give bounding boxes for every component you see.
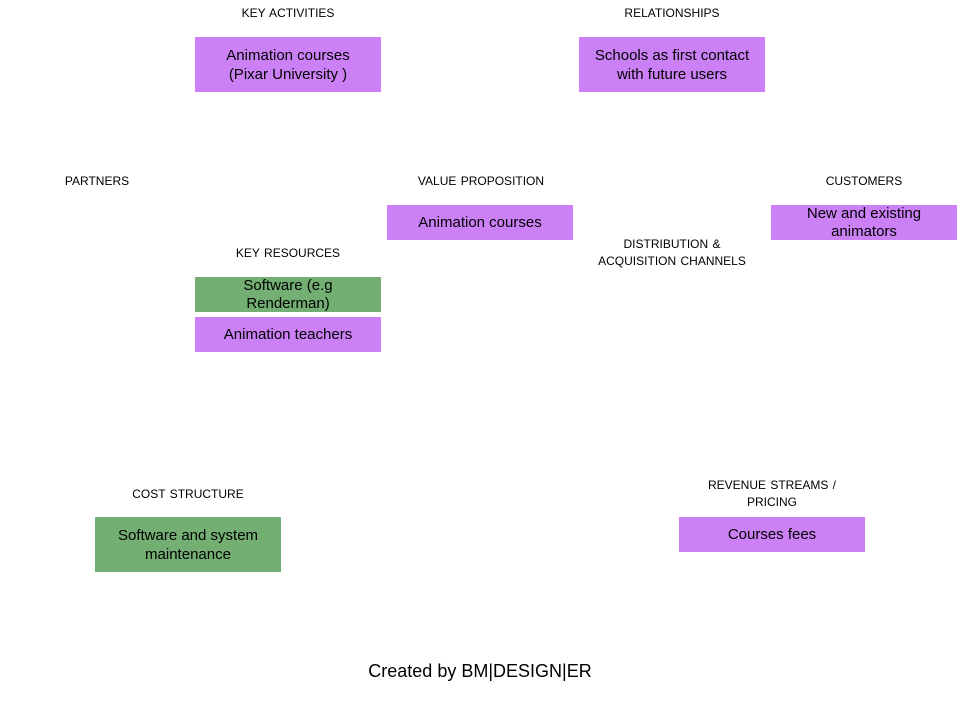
key-activities-box-text: Animation courses (Pixar University ) <box>226 46 350 83</box>
relationships-box: Schools as first contact with future use… <box>579 37 765 92</box>
key-resources-teachers-box: Animation teachers <box>195 317 381 352</box>
key-activities-box: Animation courses (Pixar University ) <box>195 37 381 92</box>
key-activities-header: KEY ACTIVITIES <box>241 6 335 20</box>
cost-structure-box: Software and system maintenance <box>95 517 281 572</box>
relationships-header: RELATIONSHIPS <box>624 6 720 20</box>
revenue-streams-box: Courses fees <box>679 517 865 552</box>
value-proposition-box-text: Animation courses <box>418 214 542 231</box>
key-resources-software-box: Software (e.g Renderman) <box>195 277 381 312</box>
partners-header: PARTNERS <box>64 174 130 188</box>
customers-box: New and existing animators <box>771 205 957 240</box>
key-resources-software-box-text: Software (e.g Renderman) <box>243 276 333 312</box>
customers-header: CUSTOMERS <box>825 174 903 188</box>
revenue-streams-box-text: Courses fees <box>727 526 817 543</box>
customers-box-text: New and existing animators <box>806 204 922 240</box>
cost-structure-box-text: Software and system maintenance <box>117 526 259 563</box>
key-resources-header: KEY RESOURCES <box>235 246 341 260</box>
revenue-streams-header: REVENUE STREAMS / PRICING <box>707 478 837 509</box>
cost-structure-header: COST STRUCTURE <box>132 487 244 501</box>
distribution-header: DISTRIBUTION & ACQUISITION CHANNELS <box>598 237 746 268</box>
value-proposition-box: Animation courses <box>387 205 573 240</box>
value-proposition-header: VALUE PROPOSITION <box>417 174 545 188</box>
footer-credit: Created by BM|DESIGN|ER <box>368 661 592 681</box>
relationships-box-text: Schools as first contact with future use… <box>594 46 750 83</box>
key-resources-teachers-box-text: Animation teachers <box>223 326 353 343</box>
